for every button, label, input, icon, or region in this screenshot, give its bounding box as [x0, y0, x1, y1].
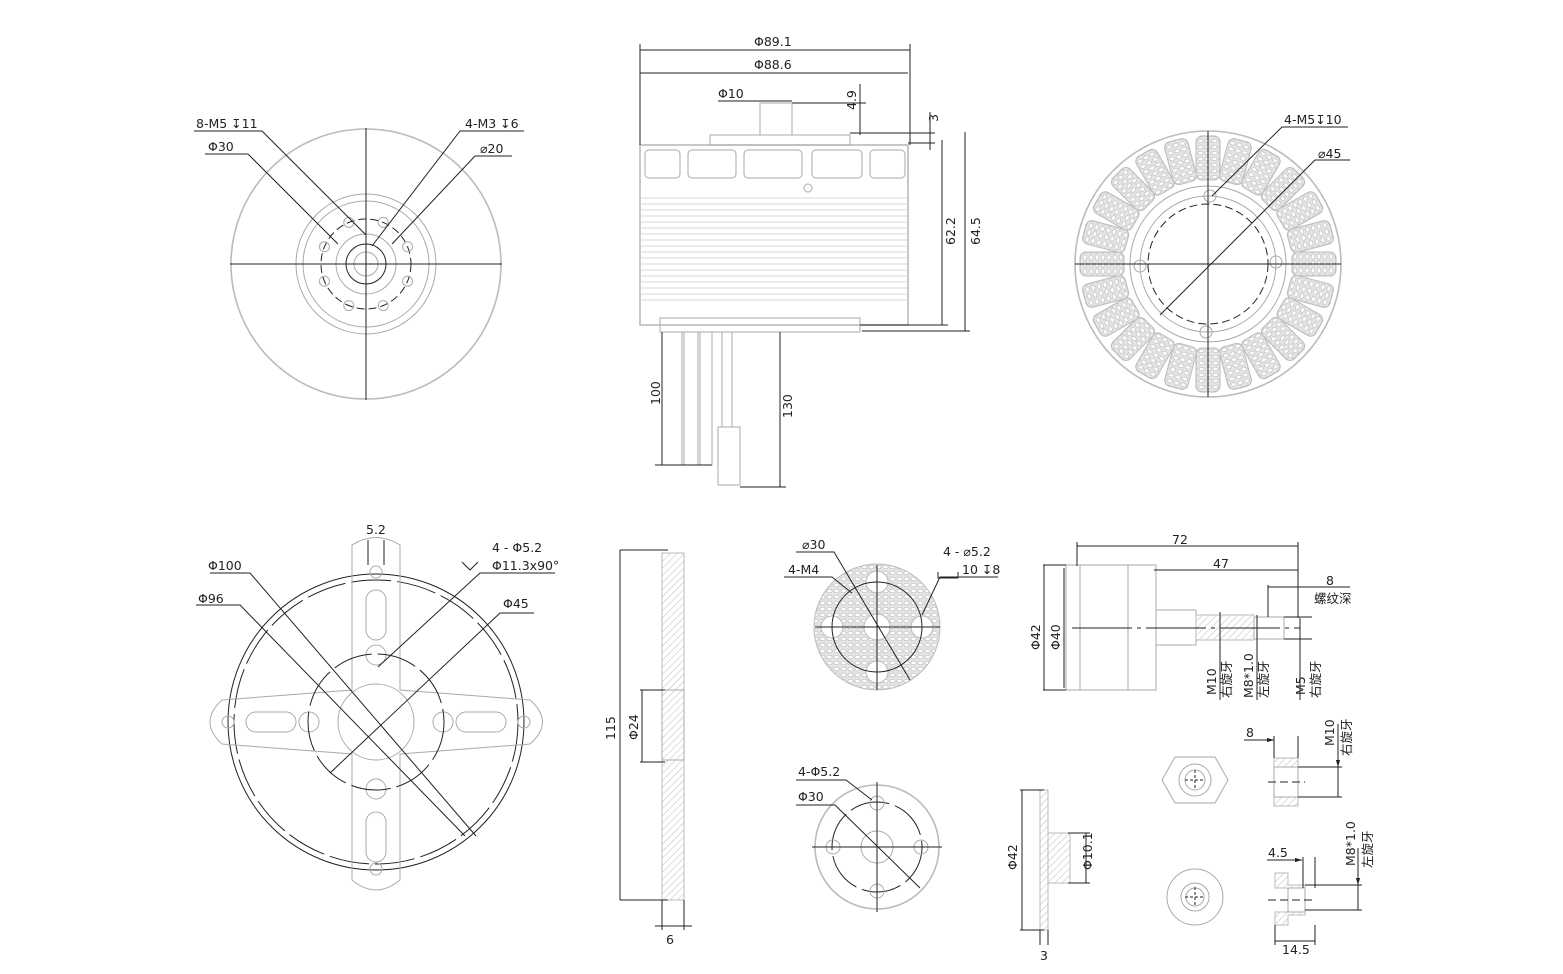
label-diameter-outer: Φ42	[1028, 624, 1043, 650]
label-pcd-outer: Φ30	[208, 139, 234, 154]
stator-coil	[1276, 191, 1324, 231]
label-holes-line1: 4 - ⌀5.2	[943, 544, 991, 559]
label-boss: Φ10.1	[1080, 832, 1095, 870]
label-holes-line2: 10 ↧8	[962, 562, 1000, 577]
prop-adapter-bottom-view: 4-Φ5.2 Φ30	[796, 764, 942, 912]
label-thread-depth: 8	[1326, 573, 1334, 588]
label-ring-diameter: Φ96	[198, 591, 224, 606]
label-bore: Φ24	[626, 714, 641, 740]
label-thread-dir: 右旋牙	[1339, 718, 1354, 756]
stator-coil	[1218, 138, 1252, 186]
label-shaft-diameter: Φ10	[718, 86, 744, 101]
mount-side-view: 115 Φ24 6	[603, 549, 692, 947]
label-outer-diameter: Φ89.1	[754, 34, 792, 49]
mount-hole	[318, 275, 330, 287]
stator-coil	[1164, 342, 1198, 390]
vent-window	[687, 149, 737, 179]
label-thread: M10	[1322, 719, 1337, 746]
label-diameter: Φ42	[1005, 844, 1020, 870]
stator-coil	[1260, 316, 1306, 362]
label-thread2-dir: 左旋牙	[1256, 660, 1271, 698]
label-pcd: ⌀45	[1318, 146, 1341, 161]
stator-coil	[1260, 166, 1306, 212]
stator-coil	[1092, 191, 1140, 231]
label-diameter-inner: Φ40	[1048, 624, 1063, 650]
stator-coil	[1092, 297, 1140, 337]
stator-coil	[1286, 220, 1334, 254]
label-shaft-height: 4.9	[844, 90, 859, 110]
label-pcd: Φ30	[798, 789, 824, 804]
stator-coil	[1082, 274, 1130, 308]
label-thread1-dir: 右旋牙	[1219, 660, 1234, 698]
label-mount-holes: 4-M5↧10	[1284, 112, 1342, 127]
stator-coil	[1135, 148, 1175, 196]
label-thread1: M10	[1204, 668, 1219, 695]
prop-adapter-top-view: ⌀30 4-M4 4 - ⌀5.2 10 ↧8	[784, 537, 1000, 691]
label-body-height: 62.2	[943, 217, 958, 245]
stator-coil	[1218, 342, 1252, 390]
label-cable-short: 100	[648, 381, 663, 405]
stator-coil	[1164, 138, 1198, 186]
prop-adapter-side-view: Φ42 Φ10.1 3	[1005, 789, 1095, 963]
vent-window	[869, 149, 906, 179]
label-thread3: M5	[1293, 676, 1308, 695]
label-length: 14.5	[1282, 942, 1310, 957]
stator-coil	[1276, 297, 1324, 337]
nut-front-views	[1161, 756, 1229, 926]
label-threads: 4-M4	[788, 562, 819, 577]
motor-side-view: Φ89.1 Φ88.6 Φ10 4.9 3 62.2 64.5 100 130	[639, 34, 983, 488]
label-body-diameter: Φ88.6	[754, 57, 792, 72]
label-outer-diameter: Φ100	[208, 558, 242, 573]
label-center-holes: 4-M3 ↧6	[465, 116, 519, 131]
label-shoulder: 4.5	[1268, 845, 1288, 860]
vent-window	[811, 149, 863, 179]
label-pcd: ⌀30	[802, 537, 825, 552]
mount-hole	[343, 300, 355, 312]
vent-window	[644, 149, 681, 179]
label-height: 115	[603, 716, 618, 740]
label-thread-depth-caption: 螺纹深	[1314, 591, 1352, 606]
label-slot-width: 5.2	[366, 522, 386, 537]
nut-m10-section: 8 M10 右旋牙	[1244, 718, 1354, 807]
shaft-assembly-view: 72 47 8 螺纹深 Φ42 Φ40 M10 右旋牙 M8*1.0 左旋牙 M…	[1028, 532, 1352, 700]
label-pcd: Φ45	[503, 596, 529, 611]
stator-coil	[1110, 166, 1156, 212]
mount-hole	[377, 216, 389, 228]
mount-hole	[318, 241, 330, 253]
label-thread-dir: 左旋牙	[1360, 830, 1375, 868]
label-thickness: 6	[666, 932, 674, 947]
label-pcd-inner: ⌀20	[480, 141, 503, 156]
motor-top-view: 8-M5 ↧11 Φ30 4-M3 ↧6 ⌀20	[194, 116, 524, 400]
stator-coil	[1082, 220, 1130, 254]
mount-hole	[377, 300, 389, 312]
nut-m8-section: 4.5 14.5 M8*1.0 左旋牙	[1267, 821, 1375, 957]
motor-bottom-view: 4-M5↧10 ⌀45	[1074, 112, 1350, 398]
stator-coil	[1241, 332, 1281, 380]
stator-coil	[1135, 332, 1175, 380]
label-holes-line2: Φ11.3x90°	[492, 558, 559, 573]
stator-coil	[1286, 274, 1334, 308]
label-thread2: M8*1.0	[1241, 653, 1256, 698]
mount-hole	[402, 241, 414, 253]
mount-top-view: 5.2 Φ100 Φ96 4 - Φ5.2 Φ11.3x90° Φ45	[196, 522, 559, 891]
mount-hole	[402, 275, 414, 287]
stator-coil	[1110, 316, 1156, 362]
label-thread: M8*1.0	[1343, 821, 1358, 866]
label-cap-height: 3	[926, 114, 941, 122]
label-thickness: 3	[1040, 948, 1048, 963]
label-holes-line1: 4 - Φ5.2	[492, 540, 542, 555]
label-cable-long: 130	[780, 394, 795, 418]
label-thread3-dir: 右旋牙	[1308, 660, 1323, 698]
label-shaft-length: 47	[1213, 556, 1229, 571]
label-total-length: 72	[1172, 532, 1188, 547]
label-mount-holes: 8-M5 ↧11	[196, 116, 258, 131]
stator-coil	[1241, 148, 1281, 196]
label-holes: 4-Φ5.2	[798, 764, 840, 779]
label-width: 8	[1246, 725, 1254, 740]
vent-window	[743, 149, 803, 179]
label-total-height: 64.5	[968, 217, 983, 245]
